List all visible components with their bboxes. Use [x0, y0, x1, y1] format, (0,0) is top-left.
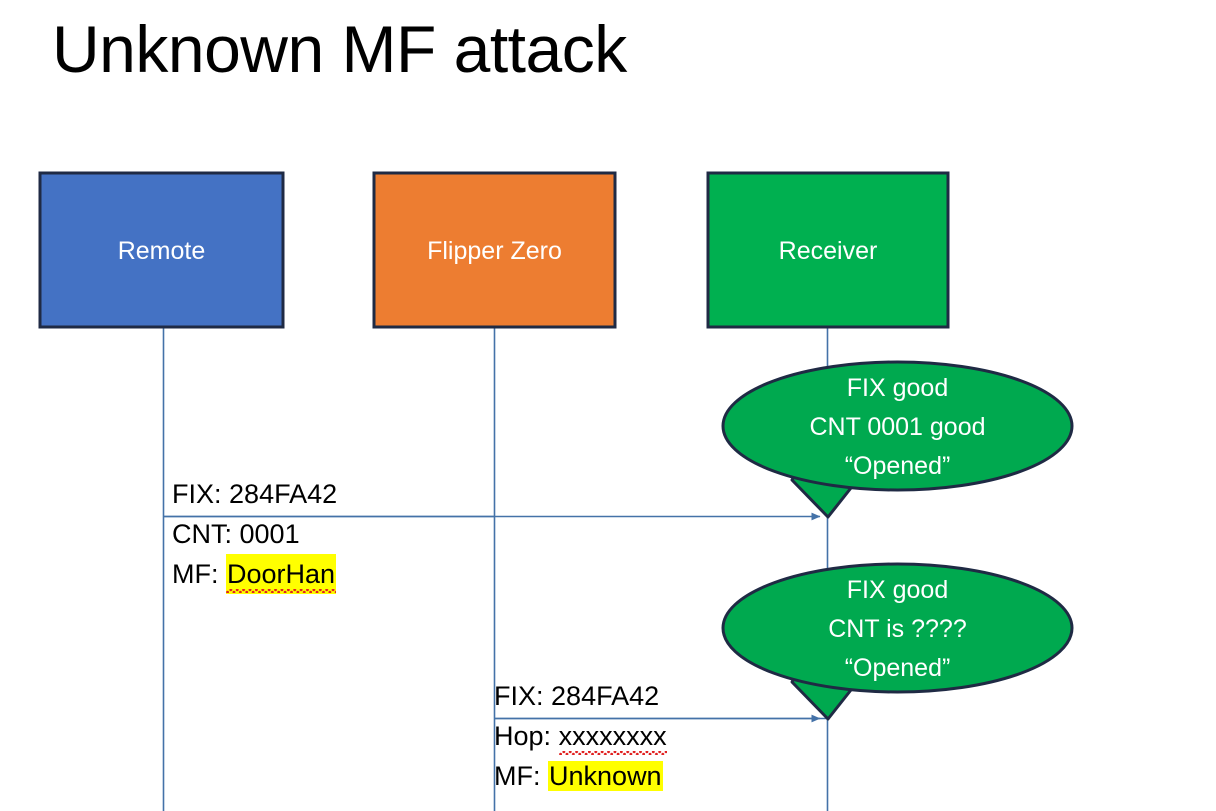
- actor-box-receiver[interactable]: [706, 171, 950, 329]
- actor-label-remote: Remote: [117, 237, 206, 265]
- page-title: Unknown MF attack: [52, 12, 627, 86]
- message-2-line-fix: FIX: 284FA42: [494, 676, 667, 716]
- actor-label-flipper: Flipper Zero: [427, 237, 562, 265]
- actor-box-flipper[interactable]: [372, 171, 617, 329]
- message-2-mf-value: Unknown: [548, 761, 663, 791]
- message-2-text: FIX: 284FA42 Hop: xxxxxxxx MF: Unknown: [494, 676, 667, 796]
- message-2-hop-value: xxxxxxxx: [558, 716, 667, 756]
- message-2-hop-label: Hop:: [494, 721, 552, 751]
- callout-1-line-3: “Opened”: [844, 452, 951, 480]
- message-1-fix-value: 284FA42: [229, 479, 338, 509]
- callout-shape-1[interactable]: [721, 360, 1074, 519]
- callout-2-line-3: “Opened”: [844, 654, 951, 682]
- message-1-line-fix: FIX: 284FA42: [172, 474, 337, 514]
- callout-shape-2[interactable]: [721, 562, 1074, 721]
- callout-2-line-1: FIX good: [846, 576, 949, 604]
- message-2-mf-label: MF:: [494, 761, 541, 791]
- message-1-mf-value: DoorHan: [226, 554, 337, 594]
- message-1-cnt-value: 0001: [239, 519, 300, 549]
- callout-2-line-2: CNT is ????: [828, 615, 967, 643]
- message-1-fix-label: FIX:: [172, 479, 222, 509]
- message-2-fix-value: 284FA42: [551, 681, 660, 711]
- message-1-text: FIX: 284FA42 CNT: 0001 MF: DoorHan: [172, 474, 337, 594]
- message-1-line-mf: MF: DoorHan: [172, 554, 337, 594]
- callout-2-text: FIX good CNT is ???? “Opened”: [723, 571, 1072, 688]
- message-1-mf-label: MF:: [172, 559, 219, 589]
- callout-1-line-1: FIX good: [846, 374, 949, 402]
- message-2-line-hop: Hop: xxxxxxxx: [494, 716, 667, 756]
- callout-1-line-2: CNT 0001 good: [809, 413, 986, 441]
- callout-1-text: FIX good CNT 0001 good “Opened”: [723, 369, 1072, 486]
- message-2-fix-label: FIX:: [494, 681, 544, 711]
- message-1-line-cnt: CNT: 0001: [172, 514, 337, 554]
- message-1-cnt-label: CNT:: [172, 519, 232, 549]
- actor-label-receiver: Receiver: [778, 237, 878, 265]
- actor-box-remote[interactable]: [38, 171, 285, 329]
- message-2-line-mf: MF: Unknown: [494, 756, 667, 796]
